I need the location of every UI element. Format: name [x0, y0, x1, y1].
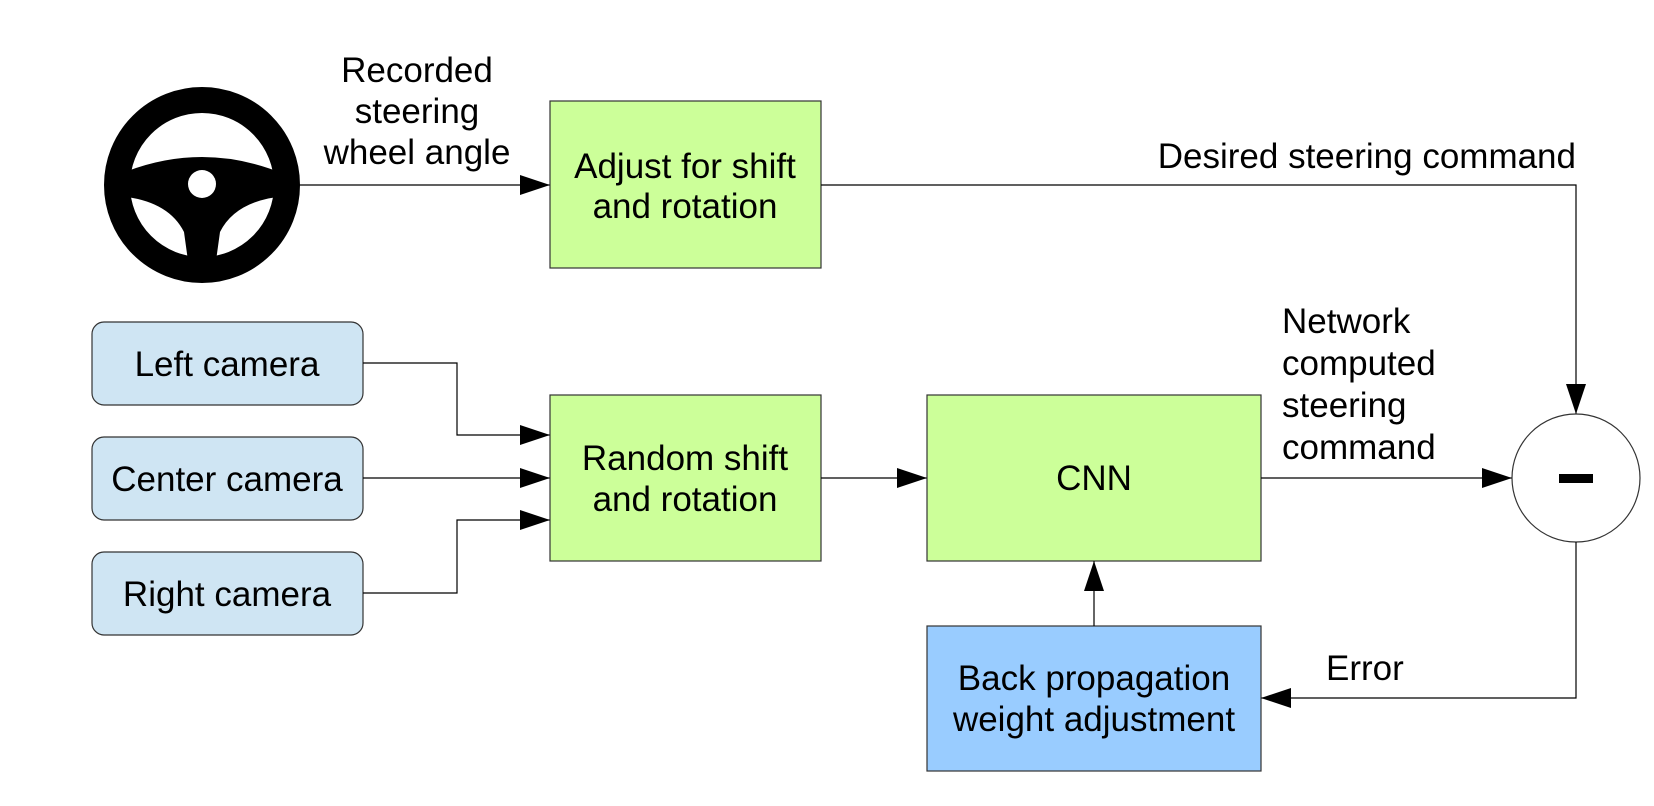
error-arrow: [1261, 542, 1577, 708]
svg-text:Right camera: Right camera: [123, 575, 332, 614]
adjust-shift-rotation-box: Adjust for shift and rotation: [549, 100, 822, 269]
svg-text:steering: steering: [1282, 386, 1407, 425]
svg-text:and rotation: and rotation: [593, 480, 778, 519]
svg-text:computed: computed: [1282, 344, 1436, 383]
steering-wheel-icon: [104, 87, 300, 283]
cnn-box: CNN: [926, 394, 1262, 562]
center-camera-box: Center camera: [91, 436, 364, 521]
right-camera-arrow: [363, 510, 550, 594]
svg-text:Adjust for shift: Adjust for shift: [574, 147, 796, 186]
desired-command-arrow: [821, 184, 1586, 414]
svg-text:CNN: CNN: [1056, 459, 1132, 498]
backprop-box: Back propagation weight adjustment: [926, 625, 1262, 772]
svg-text:wheel angle: wheel angle: [323, 133, 511, 172]
subtract-node: [1511, 413, 1641, 543]
error-label: Error: [1326, 649, 1404, 688]
svg-text:Random shift: Random shift: [582, 439, 788, 478]
svg-text:Recorded: Recorded: [341, 51, 493, 90]
right-camera-box: Right camera: [91, 551, 364, 636]
network-command-label: Network computed steering command: [1282, 302, 1436, 467]
svg-text:weight adjustment: weight adjustment: [952, 700, 1235, 739]
svg-text:Network: Network: [1282, 302, 1411, 341]
svg-text:and rotation: and rotation: [593, 187, 778, 226]
random-shift-rotation-box: Random shift and rotation: [549, 394, 822, 562]
svg-text:Back propagation: Back propagation: [958, 659, 1230, 698]
svg-text:Left camera: Left camera: [135, 345, 320, 384]
left-camera-box: Left camera: [91, 321, 364, 406]
left-camera-arrow: [363, 362, 550, 445]
svg-text:command: command: [1282, 428, 1436, 467]
svg-text:Center camera: Center camera: [111, 460, 343, 499]
desired-command-label: Desired steering command: [1158, 137, 1576, 176]
recorded-angle-label: Recorded steering wheel angle: [323, 51, 511, 172]
minus-icon: [1559, 474, 1593, 483]
svg-text:steering: steering: [355, 92, 480, 131]
